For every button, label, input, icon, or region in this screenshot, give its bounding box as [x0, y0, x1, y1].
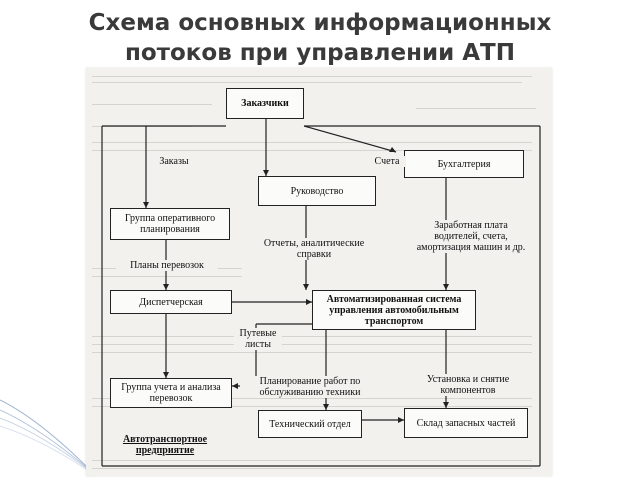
operational-planning-box: Группа оперативного планирования	[110, 208, 230, 240]
slide-title: Схема основных информационных потоков пр…	[0, 8, 640, 68]
slide-title-line-2: потоков при управлении АТП	[124, 40, 515, 66]
decorative-swoosh	[0, 399, 97, 477]
salary-label: Заработная плата водителей, счета, аморт…	[410, 220, 532, 253]
accounting-analysis-box: Группа учета и анализа перевозок	[110, 378, 232, 408]
component-install-label: Установка и снятие компонентов	[408, 374, 528, 396]
transport-plans-label: Планы перевозок	[116, 260, 218, 271]
orders-label: Заказы	[150, 156, 198, 167]
spare-parts-warehouse-box: Склад запасных частей	[404, 408, 528, 438]
slide-title-line-1: Схема основных информационных	[88, 10, 552, 36]
technical-department-box: Технический отдел	[258, 410, 362, 438]
automated-system-box: Автоматизированная система управления ав…	[312, 290, 476, 330]
customers-box: Заказчики	[226, 88, 304, 119]
reports-label: Отчеты, аналитические справки	[246, 238, 382, 260]
management-box: Руководство	[258, 176, 376, 206]
enterprise-label: Автотранспортное предприятие	[122, 434, 208, 456]
diagram-scan: Заказчики Бухгалтерия Руководство Группа…	[86, 68, 552, 476]
accounting-box: Бухгалтерия	[404, 150, 524, 178]
maintenance-planning-label: Планирование работ по обслуживанию техни…	[240, 376, 380, 398]
invoices-label: Счета	[368, 156, 406, 167]
dispatch-box: Диспетчерская	[110, 290, 232, 314]
waybills-label: Путевые листы	[234, 328, 282, 350]
